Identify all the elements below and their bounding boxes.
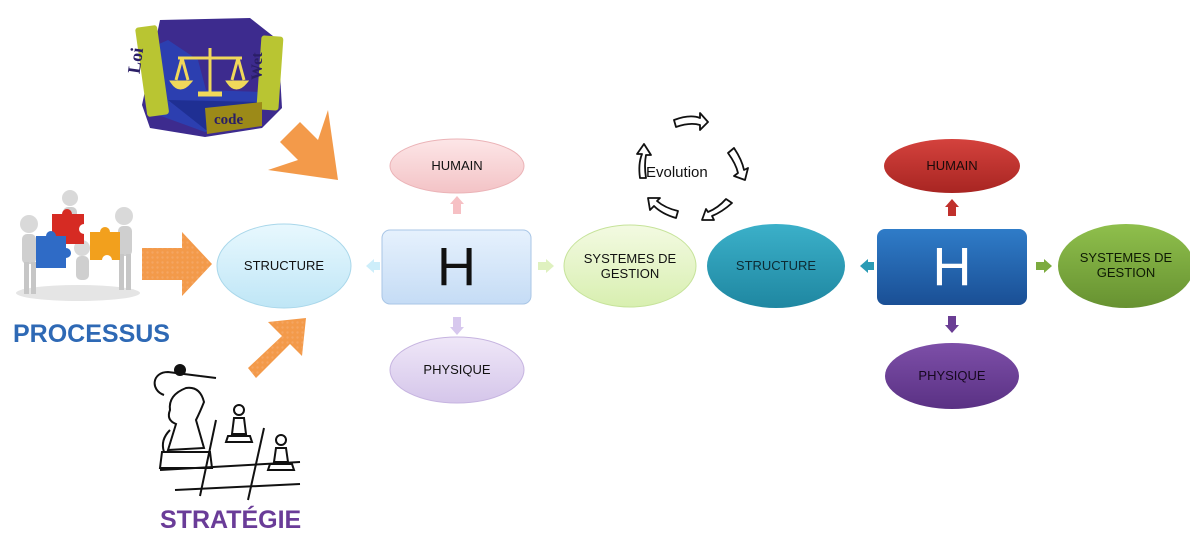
processus-caption: PROCESSUS <box>13 320 170 348</box>
chess-strategy-icon <box>153 364 301 501</box>
book-spine-left-text: Loi <box>124 46 147 75</box>
left-physique-label: PHYSIQUE <box>423 361 491 377</box>
right-humain-node <box>884 139 1020 193</box>
right-arrow-to-physique <box>945 316 959 333</box>
left-h-label: H <box>437 237 476 297</box>
right-structure-label: STRUCTURE <box>735 257 817 273</box>
right-h-box <box>877 229 1027 305</box>
left-humain-node <box>389 138 525 194</box>
book-front-text: code <box>214 112 244 128</box>
left-structure-label: STRUCTURE <box>243 257 325 273</box>
law-book-icon <box>135 18 284 137</box>
puzzle-team-icon <box>16 190 140 301</box>
right-physique-node <box>885 343 1019 409</box>
left-systemes-node <box>563 224 697 308</box>
book-spine-right-text: Wet <box>249 52 266 80</box>
evolution-label: Evolution <box>646 164 708 181</box>
left-h-box <box>381 229 532 305</box>
left-humain-label: HUMAIN <box>431 157 483 173</box>
strategie-caption: STRATÉGIE <box>160 506 302 534</box>
orange-arrow-from-processus <box>142 232 212 296</box>
left-arrow-to-humain <box>450 196 464 214</box>
right-humain-label: HUMAIN <box>926 157 978 173</box>
right-arrow-to-systemes <box>1036 259 1052 273</box>
right-systemes-label: SYSTEMES DE GESTION <box>1079 250 1173 280</box>
orange-arrow-from-law <box>268 110 338 180</box>
left-systemes-label: SYSTEMES DE GESTION <box>583 251 677 281</box>
right-arrow-to-humain <box>945 199 959 216</box>
right-systemes-node <box>1058 224 1190 308</box>
left-arrow-to-systemes <box>538 259 554 273</box>
orange-arrow-from-strategie <box>248 318 306 378</box>
left-arrow-to-structure <box>366 259 380 273</box>
evolution-cycle-arrows <box>636 112 749 221</box>
right-structure-node <box>707 224 845 308</box>
left-physique-node <box>389 336 525 404</box>
left-arrow-to-physique <box>450 317 464 335</box>
left-structure-node <box>216 223 352 309</box>
right-physique-label: PHYSIQUE <box>918 367 986 383</box>
right-h-label: H <box>932 237 972 297</box>
right-arrow-to-structure <box>860 259 874 273</box>
